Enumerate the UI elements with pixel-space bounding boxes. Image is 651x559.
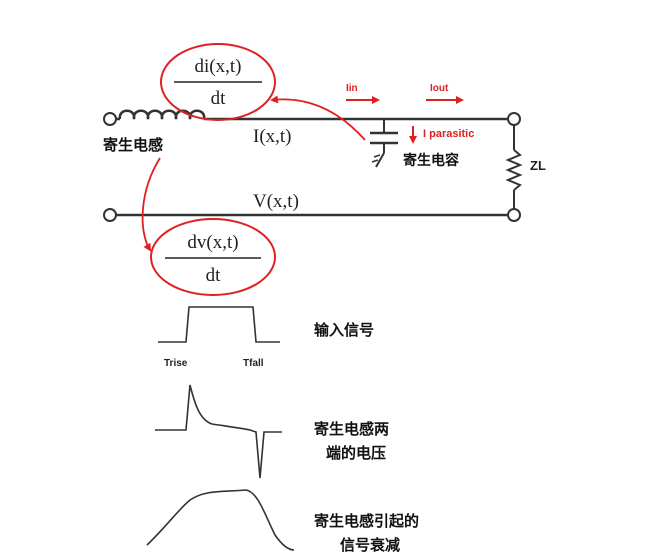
inductor-voltage-waveform: 寄生电感两 端的电压 [155,384,389,479]
di-dt-formula: di(x,t) dt [160,43,276,121]
attenuation-label-line1: 寄生电感引起的 [314,512,419,530]
input-signal-waveform: Trise Tfall 输入信号 [158,306,374,369]
dv-numerator: dv(x,t) [187,232,238,253]
di-denominator: dt [211,88,227,109]
load-resistor: ZL [505,125,546,209]
dv-denominator: dt [206,265,222,286]
inductor-to-dv-arrow [141,157,161,252]
terminal-left-top [103,112,117,126]
load-label: ZL [530,158,546,173]
terminal-right-top [507,112,521,126]
inductor-voltage-label-line2: 端的电压 [326,444,386,462]
terminal-right-bottom [507,208,521,222]
lout-label: Iout [430,83,449,94]
di-dt-highlight [160,43,276,121]
di-numerator: di(x,t) [195,56,242,77]
attenuated-signal-waveform: 寄生电感引起的 信号衰减 [146,489,419,554]
input-signal-label: 输入信号 [314,321,374,339]
input-pulse-trace [158,306,280,343]
bottom-conductor [103,208,521,222]
current-annotations: Iin Iout I parasitic [346,83,474,144]
inductor-voltage-label-line1: 寄生电感两 [314,420,389,438]
inductor-voltage-trace [155,384,282,479]
capacitor-label: 寄生电容 [403,152,459,169]
attenuation-label-line2: 信号衰减 [340,536,400,554]
dv-dt-highlight [150,218,276,296]
resistor-zigzag [505,149,523,191]
trise-label: Trise [164,358,188,369]
top-conductor [103,109,521,126]
current-label: I(x,t) [253,126,292,147]
attenuated-signal-trace [146,489,295,551]
capacitor-to-di-arrow [270,95,366,141]
lin-label: Iin [346,83,358,94]
terminal-left-bottom [103,208,117,222]
parasitic-capacitor: 寄生电容 [370,119,459,169]
tfall-label: Tfall [243,358,264,369]
inductor-label: 寄生电感 [103,136,163,154]
voltage-label: V(x,t) [253,191,299,212]
parasitic-current-label: I parasitic [423,128,474,140]
inductor-coil [118,109,206,120]
dv-dt-formula: dv(x,t) dt [150,218,276,296]
